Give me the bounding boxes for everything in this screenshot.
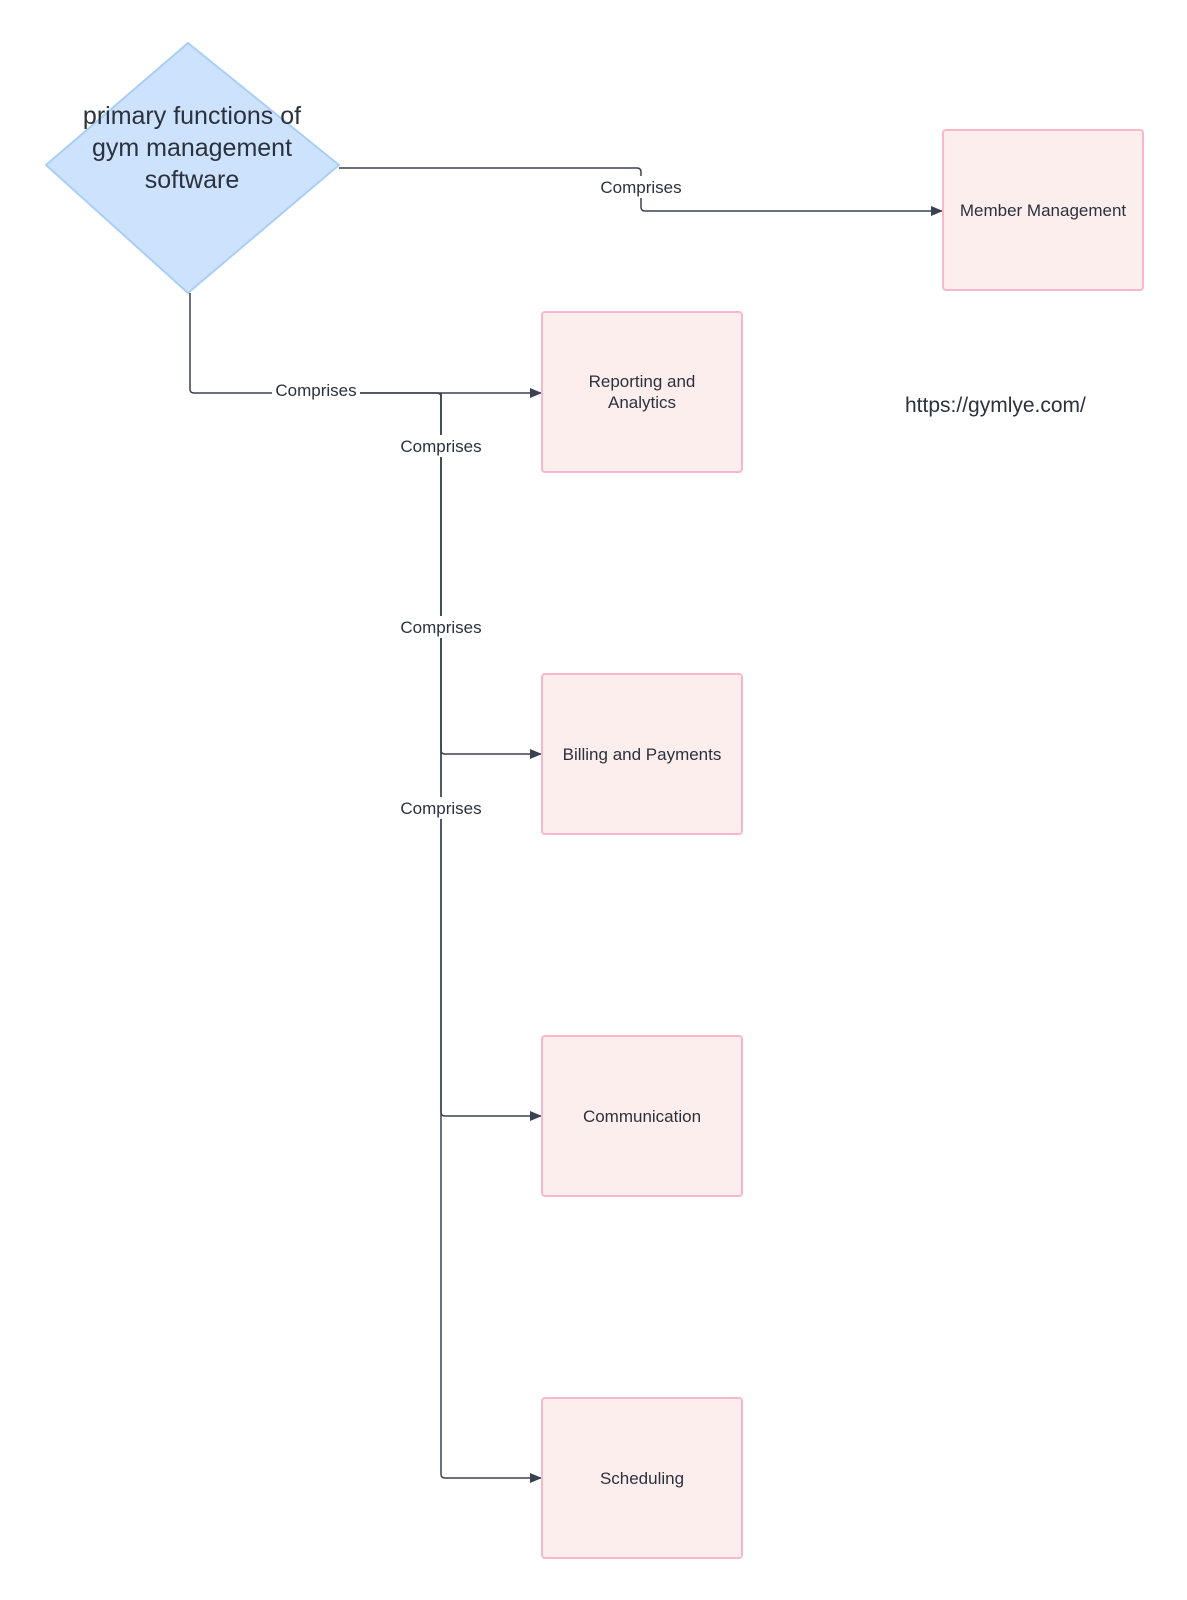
decision-label: primary functions of gym management soft… — [82, 102, 302, 194]
url-text: https://gymlye.com/ — [905, 394, 1086, 417]
decision-diamond[interactable] — [45, 42, 340, 294]
edge-label-member-management: Comprises — [600, 178, 681, 197]
node-member-management[interactable]: Member Management — [942, 129, 1144, 291]
node-reporting-analytics[interactable]: Reporting and Analytics — [541, 311, 743, 473]
edge-label-communication: Comprises — [400, 618, 481, 637]
edge-to-reporting-analytics[interactable] — [189, 293, 542, 398]
node-scheduling[interactable]: Scheduling — [541, 1397, 743, 1559]
node-billing-payments[interactable]: Billing and Payments — [541, 673, 743, 835]
edge-label-scheduling: Comprises — [400, 799, 481, 818]
node-communication[interactable]: Communication — [541, 1035, 743, 1197]
edge-to-scheduling[interactable] — [440, 393, 542, 1483]
edge-label-billing: Comprises — [400, 437, 481, 456]
edge-label-reporting: Comprises — [275, 381, 356, 400]
